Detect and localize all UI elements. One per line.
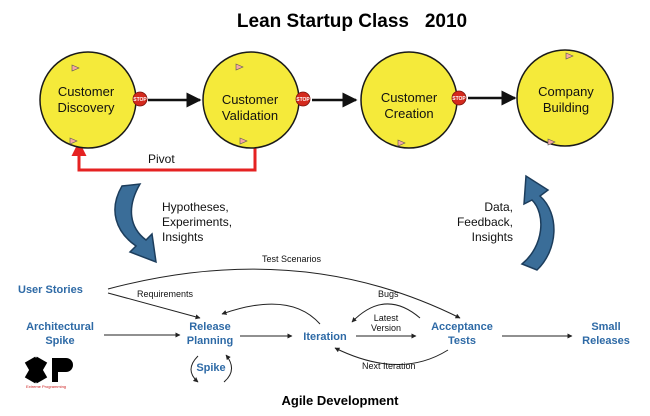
company-building-node: Company Building — [516, 49, 614, 147]
svg-text:Creation: Creation — [384, 106, 433, 121]
xp-logo-caption: Extreme Programming — [26, 384, 66, 389]
up-curved-arrow-icon — [520, 174, 555, 271]
down-curved-arrow-icon — [114, 183, 157, 264]
customer-discovery-node: Customer Discovery — [39, 51, 137, 149]
architectural-spike-label: Spike — [45, 335, 74, 347]
pivot-label: Pivot — [148, 152, 175, 166]
svg-text:STOP: STOP — [452, 96, 466, 102]
svg-text:Discovery: Discovery — [57, 100, 115, 115]
svg-text:Insights: Insights — [162, 230, 203, 244]
next-iteration-label: Next Iteration — [362, 361, 416, 371]
svg-text:Hypotheses,: Hypotheses, — [162, 200, 229, 214]
hypotheses-note: Hypotheses, Experiments, Insights — [162, 200, 232, 244]
node-flag-markers — [69, 52, 574, 147]
svg-text:Customer: Customer — [381, 90, 438, 105]
svg-text:STOP: STOP — [296, 97, 310, 103]
customer-validation-node: Customer Validation — [202, 51, 300, 149]
requirements-label: Requirements — [137, 289, 194, 299]
user-stories-label: User Stories — [18, 284, 83, 296]
bugs-arrow — [351, 303, 421, 323]
svg-text:Customer: Customer — [58, 84, 115, 99]
page-title: Lean Startup Class 2010 — [237, 11, 467, 32]
test-scenarios-label: Test Scenarios — [262, 254, 322, 264]
data-feedback-note: Data, Feedback, Insights — [457, 200, 513, 244]
release-planning-label: Planning — [187, 335, 233, 347]
release-planning-label: Release — [189, 321, 231, 333]
stop-sign-icon: STOP — [451, 90, 466, 106]
small-releases-label: Small — [591, 321, 620, 333]
stop-sign-icon: STOP — [132, 91, 147, 107]
svg-text:Insights: Insights — [472, 230, 513, 244]
test-scenarios-arrow — [107, 268, 461, 319]
svg-text:Customer: Customer — [222, 92, 279, 107]
architectural-spike-label: Architectural — [26, 321, 94, 333]
xp-logo: XP Extreme Programming — [24, 356, 73, 389]
svg-text:Feedback,: Feedback, — [457, 215, 513, 229]
iteration-label: Iteration — [303, 331, 347, 343]
acceptance-tests-label: Acceptance — [431, 321, 493, 333]
svg-text:Data,: Data, — [484, 200, 513, 214]
pivot-loop-arrow — [71, 141, 257, 172]
spike-label: Spike — [196, 362, 225, 374]
spike-loop-arrow — [223, 354, 232, 383]
latest-version-label: Latest — [374, 313, 399, 323]
bugs-label: Bugs — [378, 289, 399, 299]
small-releases-label: Releases — [582, 335, 630, 347]
iteration-to-release-arrow — [221, 303, 321, 325]
customer-creation-node: Customer Creation — [360, 51, 458, 149]
requirements-arrow — [107, 292, 201, 320]
next-iteration-arrow — [334, 347, 449, 365]
xp-logo-mark: XP — [28, 361, 57, 386]
svg-text:Company: Company — [538, 84, 594, 99]
svg-text:Experiments,: Experiments, — [162, 215, 232, 229]
svg-text:Validation: Validation — [222, 108, 278, 123]
svg-text:Building: Building — [543, 100, 589, 115]
latest-version-label: Version — [371, 323, 401, 333]
spike-loop-arrow — [190, 355, 199, 383]
acceptance-tests-label: Tests — [448, 335, 476, 347]
svg-text:STOP: STOP — [133, 97, 147, 103]
stop-sign-icon: STOP — [295, 91, 310, 107]
agile-development-caption: Agile Development — [281, 393, 399, 408]
